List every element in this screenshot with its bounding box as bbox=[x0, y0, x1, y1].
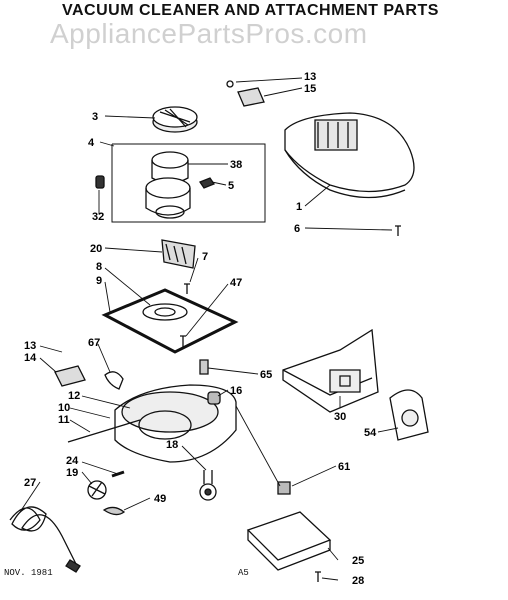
footer-code: A5 bbox=[238, 568, 249, 578]
callout-32: 32 bbox=[92, 211, 104, 223]
callout-16: 16 bbox=[230, 385, 242, 397]
callout-12: 12 bbox=[68, 390, 80, 402]
callout-38: 38 bbox=[230, 159, 242, 171]
top-housing-part bbox=[285, 113, 414, 198]
callout-54: 54 bbox=[364, 427, 377, 439]
fitting-part bbox=[200, 360, 208, 374]
callout-20: 20 bbox=[90, 243, 102, 255]
callout-65: 65 bbox=[260, 369, 272, 381]
callout-10: 10 bbox=[58, 402, 70, 414]
callout-6: 6 bbox=[294, 223, 300, 235]
cord-clip-part bbox=[104, 507, 124, 514]
gasket-part bbox=[105, 290, 235, 352]
callout-24: 24 bbox=[66, 455, 79, 467]
footer-date: NOV. 1981 bbox=[4, 568, 53, 578]
motor-frame-box bbox=[112, 144, 265, 222]
power-cord-part bbox=[10, 507, 80, 572]
screw-part bbox=[180, 336, 186, 348]
callout-15: 15 bbox=[304, 83, 316, 95]
callout-7: 7 bbox=[202, 251, 208, 263]
filter-holder-part bbox=[162, 240, 195, 268]
clip-part bbox=[105, 372, 123, 389]
latch-plate-part bbox=[278, 482, 290, 494]
callout-27: 27 bbox=[24, 477, 36, 489]
screw-part bbox=[184, 284, 190, 294]
callout-25: 25 bbox=[352, 555, 364, 567]
callout-13: 13 bbox=[304, 71, 316, 83]
callout-18: 18 bbox=[166, 439, 178, 451]
wheel-part bbox=[88, 481, 106, 499]
callout-49: 49 bbox=[154, 493, 166, 505]
callout-30: 30 bbox=[334, 411, 346, 423]
callout-labels: 3 4 38 5 32 13 15 1 6 20 7 8 9 47 13 14 … bbox=[24, 71, 377, 587]
callout-9: 9 bbox=[96, 275, 102, 287]
screw-part bbox=[395, 226, 401, 236]
pad-part bbox=[208, 392, 220, 404]
callout-11: 11 bbox=[58, 414, 70, 426]
filter-disc-part bbox=[390, 390, 428, 440]
leader-lines bbox=[20, 78, 398, 580]
dust-bag-part bbox=[283, 330, 378, 412]
callout-5: 5 bbox=[228, 180, 234, 192]
callout-61: 61 bbox=[338, 461, 350, 473]
filter-cap-part bbox=[153, 107, 197, 132]
callout-4: 4 bbox=[88, 137, 95, 149]
callout-19: 19 bbox=[66, 467, 78, 479]
axle-rod-part bbox=[68, 420, 140, 442]
base-housing-part bbox=[115, 385, 236, 462]
callout-67: 67 bbox=[88, 337, 100, 349]
brush-part bbox=[200, 178, 214, 188]
callout-13-lower: 13 bbox=[24, 340, 36, 352]
callout-1: 1 bbox=[296, 201, 302, 213]
callout-8: 8 bbox=[96, 261, 102, 273]
callout-47: 47 bbox=[230, 277, 242, 289]
bracket-part bbox=[248, 512, 330, 570]
callout-28: 28 bbox=[352, 575, 364, 587]
callout-14: 14 bbox=[24, 352, 37, 364]
watermark: AppliancePartsPros.com bbox=[50, 18, 368, 49]
latch-part bbox=[227, 81, 264, 106]
caster-part bbox=[200, 470, 216, 500]
spring-part bbox=[96, 176, 104, 188]
page-title: VACUUM CLEANER AND ATTACHMENT PARTS bbox=[62, 2, 439, 19]
motor-part bbox=[146, 152, 190, 218]
switch-block-part bbox=[55, 366, 85, 386]
callout-3: 3 bbox=[92, 111, 98, 123]
screw-part bbox=[315, 572, 321, 582]
